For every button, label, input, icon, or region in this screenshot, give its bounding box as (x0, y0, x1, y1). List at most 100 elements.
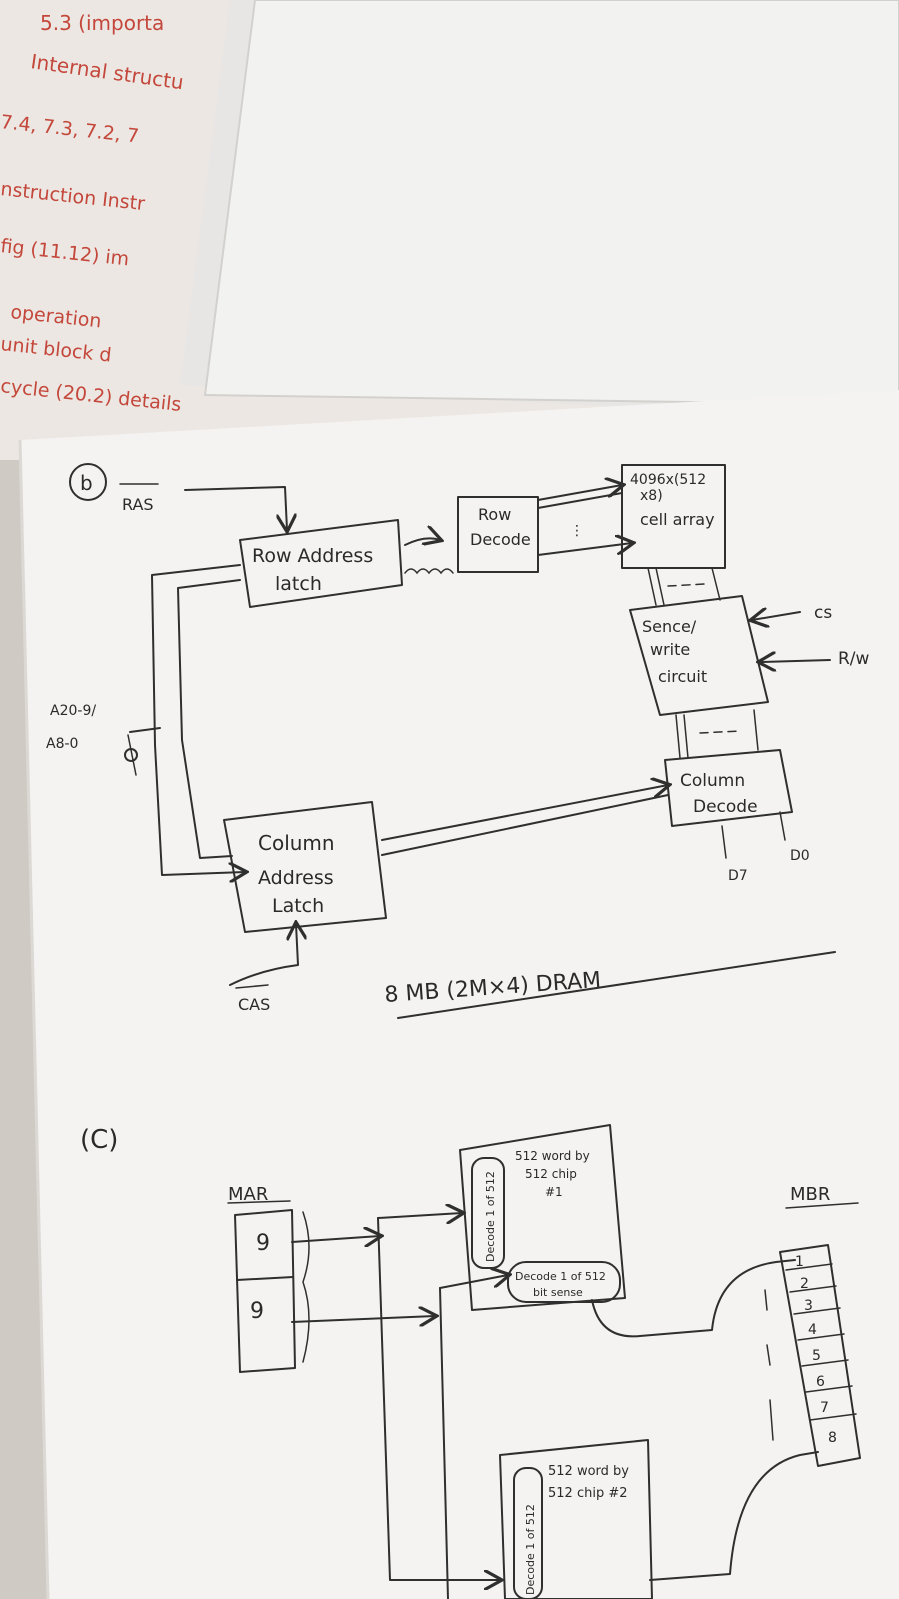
label-b-circle (69, 463, 107, 501)
chip-1-decode-v-label: Decode 1 of 512 (484, 1171, 497, 1262)
sense-col-link-1 (675, 714, 681, 759)
mbr-label: MBR (790, 1184, 830, 1205)
page-edge (18, 439, 50, 1599)
row-address-latch-box (239, 519, 403, 608)
array-sense-link-2 (655, 567, 665, 606)
array-sense-link-1 (647, 567, 657, 606)
bus-to-chip2-row (377, 1217, 500, 1580)
mbr-cell-6: 6 (816, 1374, 825, 1390)
sense-write-line-3: circuit (658, 667, 707, 686)
array-sense-dash (667, 583, 706, 587)
column-latch-to-decode-line-1 (381, 785, 668, 841)
mbr-register (779, 1244, 861, 1467)
ras-label: RAS (122, 495, 154, 514)
column-decode-line-1: Column (680, 771, 745, 791)
sense-write-box (629, 595, 769, 716)
decode-to-array-line-2 (537, 543, 632, 556)
rw-label: R/w (838, 649, 870, 669)
address-input-tap (129, 727, 161, 733)
mbr-cell-2: 2 (800, 1276, 809, 1292)
chip-2-decode-v-label: Decode 1 of 512 (524, 1504, 537, 1595)
sense-col-dash (699, 730, 741, 734)
row-latch-line-2: latch (275, 573, 322, 595)
address-input-slash (127, 734, 137, 776)
mar-label: MAR (228, 1184, 268, 1205)
chip-1-line-1: 512 word by (515, 1149, 590, 1163)
notebook-page (20, 390, 899, 1599)
mar-field-1: 9 (256, 1231, 270, 1256)
mar-divider (236, 1276, 294, 1281)
cas-label: CAS (238, 995, 270, 1014)
mbr-dividers (785, 1263, 857, 1421)
column-latch-to-decode-line-2 (381, 794, 669, 856)
cs-line (752, 612, 801, 620)
mbr-cell-7: 7 (820, 1400, 829, 1416)
blank-page-front (203, 0, 899, 407)
address-label-2: A8-0 (46, 736, 78, 752)
mbr-cell-5: 5 (812, 1348, 821, 1364)
d7-line (721, 825, 727, 859)
sense-col-link-2 (683, 714, 689, 759)
caption-underline (397, 951, 836, 1019)
cell-array-box (621, 464, 726, 569)
cas-overbar (235, 984, 269, 989)
mar-upper-to-bus (291, 1236, 380, 1242)
column-address-latch-box (223, 801, 387, 933)
chip-2-box (499, 1439, 653, 1599)
note-line-1: 5.3 (importa (40, 11, 164, 35)
row-latch-to-decode-arrow (404, 538, 440, 545)
chip-1-decode-h-line-1: Decode 1 of 512 (515, 1270, 606, 1283)
column-decode-box (664, 749, 793, 827)
row-decode-box (457, 496, 539, 573)
chip-2-to-mbr (649, 1451, 819, 1581)
array-sense-link-3 (711, 567, 721, 601)
chip-1-decode-h (507, 1261, 621, 1303)
diagram-c: (C) MAR 9 9 Decode 1 of 512 512 word by … (80, 1124, 861, 1599)
mar-lower-to-bus (291, 1316, 435, 1322)
decode-to-array-line-1 (537, 485, 622, 501)
chip-2-line-2: 512 chip #2 (548, 1486, 628, 1501)
address-bus-inner (177, 579, 241, 859)
mar-field-2: 9 (250, 1299, 264, 1324)
mbr-cell-3: 3 (804, 1298, 813, 1314)
decode-dots: ⋮ (570, 523, 584, 539)
chip-2-line-1: 512 word by (548, 1464, 629, 1479)
column-latch-line-1: Column (258, 831, 335, 855)
mbr-underline (785, 1202, 859, 1209)
ras-line (184, 486, 287, 530)
column-latch-line-2: Address (258, 867, 334, 889)
cell-array-line-3: cell array (640, 510, 715, 529)
column-decode-line-2: Decode (693, 797, 758, 817)
chip-1-line-2: 512 chip (525, 1167, 577, 1181)
sense-write-line-1: Sence/ (642, 617, 697, 636)
row-decode-line-2: Decode (470, 530, 531, 549)
column-latch-line-3: Latch (272, 895, 324, 917)
chip-2-decode-v (513, 1467, 543, 1599)
address-label-1: A20-9/ (50, 703, 96, 719)
bus-to-chip1-row (377, 1213, 462, 1218)
bus-to-chip2-col (439, 1287, 449, 1599)
cs-label: cs (814, 603, 832, 623)
mbr-tick-marks (764, 1289, 774, 1441)
bus-to-chip1-col (439, 1275, 508, 1289)
row-decode-line-1: Row (478, 505, 511, 524)
chip-1-decode-h-line-2: bit sense (533, 1286, 583, 1299)
mar-brace (302, 1211, 310, 1363)
mbr-cell-1: 1 (795, 1254, 804, 1270)
mar-register (234, 1209, 296, 1373)
label-b: b (80, 471, 93, 495)
d7-label: D7 (728, 868, 748, 884)
label-c: (C) (80, 1125, 118, 1155)
mar-underline (227, 1200, 291, 1204)
d0-label: D0 (790, 848, 810, 864)
mbr-cell-4: 4 (808, 1322, 817, 1338)
chip-1-line-3: #1 (545, 1185, 563, 1199)
decode-to-array-line-1b (537, 492, 623, 509)
d0-line (779, 811, 786, 841)
address-bus-outer (151, 564, 245, 875)
chip-1-to-mbr (591, 1259, 796, 1338)
cell-array-line-1: 4096x(512 (630, 472, 706, 488)
row-latch-line-1: Row Address (252, 545, 373, 567)
chip-1-box (459, 1124, 626, 1311)
